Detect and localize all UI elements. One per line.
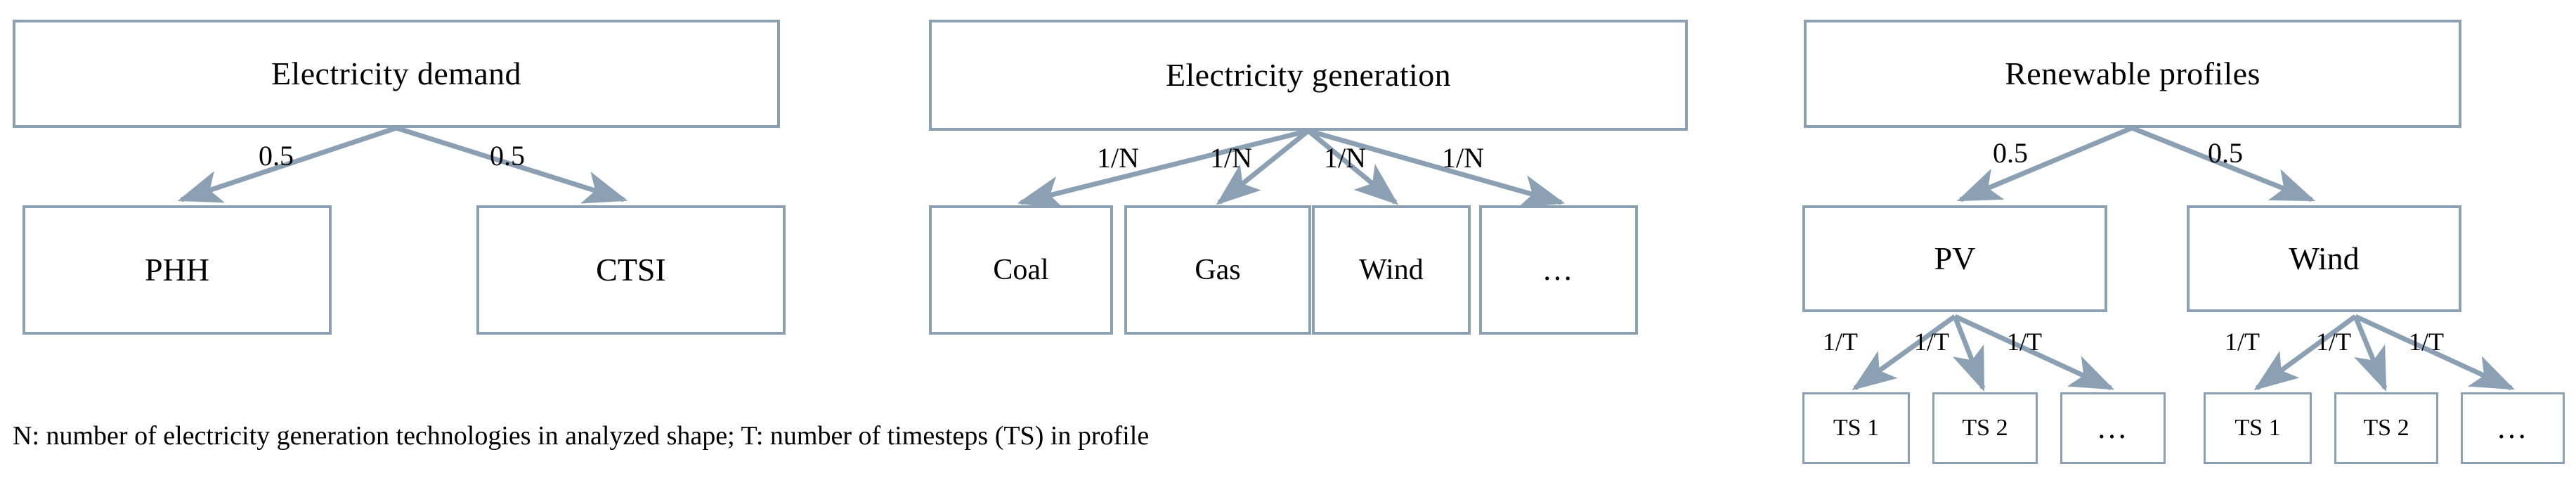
node-wind-generation[interactable]: Wind [1312,205,1471,335]
node-label: TS 1 [1833,415,1880,442]
node-pv[interactable]: PV [1802,205,2107,312]
node-label: CTSI [596,251,666,288]
node-wind-ts-more[interactable]: … [2461,392,2565,464]
edge-label-renewable-left: 0.5 [1993,137,2028,169]
node-label: … [2096,410,2130,445]
node-label: Wind [1359,253,1424,286]
node-phh[interactable]: PHH [22,205,332,335]
node-wind-ts-2[interactable]: TS 2 [2334,392,2438,464]
node-wind-ts-1[interactable]: TS 1 [2204,392,2312,464]
footnote-text: N: number of electricity generation tech… [13,421,1150,451]
node-electricity-generation[interactable]: Electricity generation [929,20,1688,131]
node-coal[interactable]: Coal [929,205,1113,335]
node-label: TS 2 [2363,415,2409,442]
node-label: PV [1934,240,1976,276]
edge-label-demand-left: 0.5 [259,140,294,172]
node-pv-ts-1[interactable]: TS 1 [1802,392,1910,464]
node-label: … [1542,252,1575,287]
node-electricity-demand[interactable]: Electricity demand [13,20,780,128]
edge-label-pv-1: 1/T [1823,328,1858,356]
edge-label-demand-right: 0.5 [490,140,525,172]
edge-label-wind-3: 1/T [2409,328,2444,356]
edges-electricity-demand [177,125,628,204]
node-gas[interactable]: Gas [1124,205,1311,335]
edges-wind-timesteps [2253,314,2516,392]
node-label: Coal [993,253,1049,286]
edges-pv-timesteps [1852,314,2115,392]
edge-label-pv-2: 1/T [1914,328,1949,356]
edge-label-gen-2: 1/N [1210,142,1252,174]
node-label: Renewable profiles [2005,55,2260,91]
edge-label-gen-3: 1/N [1324,142,1366,174]
node-label: Wind [2289,240,2360,276]
node-label: … [2496,410,2530,445]
edge-label-wind-1: 1/T [2225,328,2260,356]
node-wind-profile[interactable]: Wind [2187,205,2461,312]
node-pv-ts-2[interactable]: TS 2 [1932,392,2038,464]
edge-label-gen-4: 1/N [1442,142,1484,174]
edge-label-renewable-right: 0.5 [2208,137,2243,169]
node-label: Electricity generation [1166,56,1451,93]
node-pv-ts-more[interactable]: … [2060,392,2166,464]
node-label: TS 2 [1962,415,2008,442]
edge-label-wind-2: 1/T [2316,328,2351,356]
node-label: PHH [144,251,210,288]
node-label: Gas [1195,253,1241,286]
node-label: TS 1 [2235,415,2281,442]
edge-label-gen-1: 1/N [1097,142,1139,174]
node-renewable-profiles[interactable]: Renewable profiles [1804,20,2461,128]
node-label: Electricity demand [271,55,521,91]
node-generation-more[interactable]: … [1479,205,1638,335]
node-ctsi[interactable]: CTSI [476,205,786,335]
edge-label-pv-3: 1/T [2007,328,2042,356]
